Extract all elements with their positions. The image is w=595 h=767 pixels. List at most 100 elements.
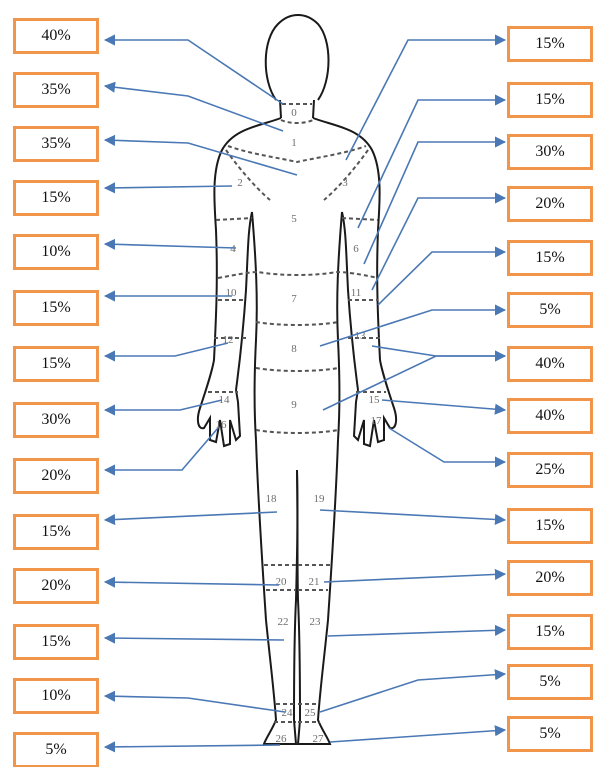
connector-arrow [372,346,505,356]
percent-value: 40% [535,355,564,373]
zone-number-5: 5 [291,213,297,225]
percent-value: 15% [535,623,564,641]
connector-arrow [320,510,505,520]
connector-arrow [105,40,283,104]
connector-arrow [389,428,505,462]
percent-value: 10% [41,243,70,261]
right-percent-box-9: 25% [507,452,593,488]
connector-arrow [105,696,285,712]
left-percent-box-6: 15% [13,290,99,326]
connector-arrow [382,400,505,410]
right-percent-box-3: 30% [507,134,593,170]
zone-number-17: 17 [371,415,383,427]
connector-arrow [364,142,505,264]
zone-number-20: 20 [276,576,288,588]
percent-value: 15% [535,517,564,535]
connector-arrow [105,86,283,131]
percent-value: 15% [41,299,70,317]
right-percent-box-10: 15% [507,508,593,544]
percent-value: 20% [535,195,564,213]
percent-value: 5% [539,673,560,691]
left-percent-box-10: 15% [13,514,99,550]
percent-value: 25% [535,461,564,479]
connector-arrow [372,198,505,290]
right-percent-box-13: 5% [507,664,593,700]
percent-value: 35% [41,135,70,153]
percent-value: 15% [41,355,70,373]
left-percent-box-3: 35% [13,126,99,162]
zone-number-2: 2 [237,177,243,189]
left-percent-box-9: 20% [13,458,99,494]
percent-value: 20% [41,467,70,485]
connector-arrow [105,186,232,188]
percent-value: 30% [535,143,564,161]
percent-value: 10% [41,687,70,705]
left-percent-box-1: 40% [13,18,99,54]
connector-arrows [105,40,505,747]
connector-arrow [105,512,277,520]
zone-number-1: 1 [291,137,297,149]
zone-number-7: 7 [291,293,297,305]
right-percent-box-14: 5% [507,716,593,752]
zone-number-22: 22 [278,616,289,628]
connector-arrow [105,343,228,356]
percent-value: 15% [535,35,564,53]
percent-value: 15% [41,189,70,207]
percent-value: 20% [41,577,70,595]
right-percent-box-12: 15% [507,614,593,650]
connector-arrow [320,674,505,712]
zone-number-21: 21 [309,576,320,588]
zone-number-27: 27 [313,733,325,745]
percent-value: 15% [41,523,70,541]
connector-arrow [105,428,218,470]
zone-number-8: 8 [291,343,297,355]
percent-value: 40% [41,27,70,45]
right-percent-box-2: 15% [507,82,593,118]
zone-number-10: 10 [226,287,238,299]
right-percent-box-1: 15% [507,26,593,62]
percent-value: 15% [41,633,70,651]
zone-number-3: 3 [342,177,348,189]
left-percent-box-7: 15% [13,346,99,382]
left-percent-box-11: 20% [13,568,99,604]
zone-number-4: 4 [230,243,236,255]
zone-number-9: 9 [291,399,297,411]
percent-value: 15% [535,249,564,267]
connector-arrow [105,745,280,747]
percent-value: 5% [539,301,560,319]
zone-number-15: 15 [369,394,381,406]
connector-arrow [378,252,505,305]
right-percent-box-8: 40% [507,398,593,434]
percent-value: 20% [535,569,564,587]
percent-value: 30% [41,411,70,429]
percent-value: 15% [535,91,564,109]
right-percent-box-11: 20% [507,560,593,596]
connector-arrow [105,638,284,640]
connector-arrow [320,310,505,346]
zone-number-26: 26 [276,733,288,745]
percent-value: 5% [45,741,66,759]
connector-arrow [330,730,505,742]
connector-arrow [105,140,297,175]
right-percent-box-4: 20% [507,186,593,222]
connector-arrow [105,400,222,410]
percent-value: 35% [41,81,70,99]
zone-dividers [208,104,386,722]
zone-number-25: 25 [305,707,317,719]
left-percent-box-8: 30% [13,402,99,438]
zone-number-23: 23 [310,616,322,628]
zone-number-6: 6 [353,243,359,255]
connector-arrow [105,582,279,585]
left-percent-box-5: 10% [13,234,99,270]
zone-number-24: 24 [282,707,294,719]
zone-number-18: 18 [266,493,278,505]
percent-value: 5% [539,725,560,743]
right-percent-box-6: 5% [507,292,593,328]
left-percent-box-2: 35% [13,72,99,108]
zone-number-11: 11 [351,287,362,299]
connector-arrow [324,574,505,582]
right-percent-box-7: 40% [507,346,593,382]
zone-number-19: 19 [314,493,326,505]
left-percent-box-14: 5% [13,732,99,767]
